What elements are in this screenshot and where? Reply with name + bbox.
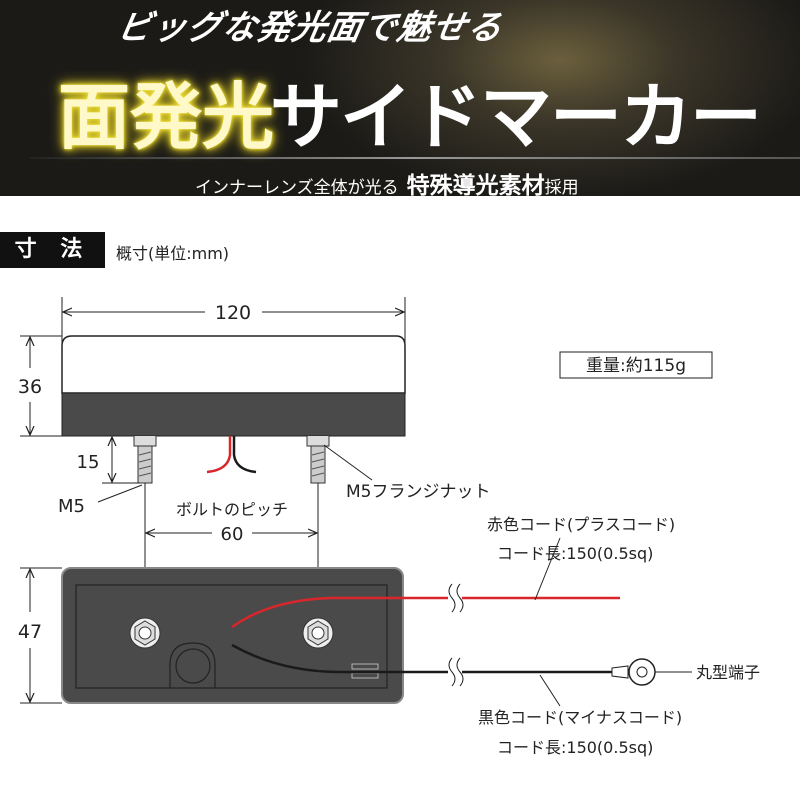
nut-right bbox=[302, 617, 334, 649]
bolt-length-dim-label: 15 bbox=[77, 452, 100, 473]
weight-box bbox=[559, 351, 713, 379]
subtitle-emphasis: 特殊導光素材 bbox=[406, 173, 545, 196]
black-wire bbox=[231, 643, 615, 674]
rear-view bbox=[61, 567, 404, 704]
title-main: サイドマーカー bbox=[270, 75, 762, 159]
ring-terminal-icon bbox=[611, 658, 692, 686]
red-wire bbox=[231, 596, 620, 629]
subtitle-prefix: インナーレンズ全体が光る bbox=[195, 178, 399, 196]
height-dim-label: 36 bbox=[18, 376, 42, 398]
section-heading: 寸 法 bbox=[0, 232, 105, 268]
red-wire-side bbox=[206, 436, 232, 474]
title-highlight: 面発光 bbox=[58, 75, 275, 159]
black-cord-leader bbox=[539, 674, 561, 707]
black-cord-length: コード長:150(0.5sq) bbox=[497, 738, 653, 757]
black-cord-label: 黒色コード(マイナスコード) bbox=[478, 708, 682, 727]
nut-leader bbox=[323, 444, 373, 481]
weight-label: 重量:約115g bbox=[586, 356, 686, 376]
red-cord-length: コード長:150(0.5sq) bbox=[497, 544, 653, 563]
bolt-pitch-label: ボルトのピッチ bbox=[176, 500, 288, 519]
divider bbox=[30, 157, 800, 159]
side-view bbox=[61, 335, 406, 484]
red-cord-label: 赤色コード(プラスコード) bbox=[487, 515, 675, 534]
subtitle-suffix: 採用 bbox=[544, 178, 579, 196]
width-dim-label: 120 bbox=[215, 302, 251, 324]
height-dimension bbox=[20, 335, 62, 437]
banner: ビッグな発光面で魅せる 面発光 サイドマーカー インナーレンズ全体が光る特殊導光… bbox=[0, 0, 800, 196]
nut-label: M5フランジナット bbox=[346, 482, 490, 502]
bolt-length-dimension bbox=[102, 437, 140, 484]
red-cord-leader bbox=[534, 537, 561, 601]
bolt-pitch-dim-label: 60 bbox=[221, 524, 244, 545]
nut-left bbox=[129, 617, 161, 649]
subtitle: インナーレンズ全体が光る特殊導光素材採用 bbox=[195, 166, 579, 196]
wire-break-marks bbox=[448, 583, 464, 687]
black-wire-side bbox=[232, 436, 257, 474]
bolt-label: M5 bbox=[58, 496, 85, 517]
terminal-label: 丸型端子 bbox=[696, 663, 760, 682]
section-note: 概寸(単位:mm) bbox=[116, 244, 230, 263]
depth-dimension bbox=[20, 567, 62, 704]
bolt-leader bbox=[97, 484, 143, 503]
depth-dim-label: 47 bbox=[18, 621, 42, 643]
